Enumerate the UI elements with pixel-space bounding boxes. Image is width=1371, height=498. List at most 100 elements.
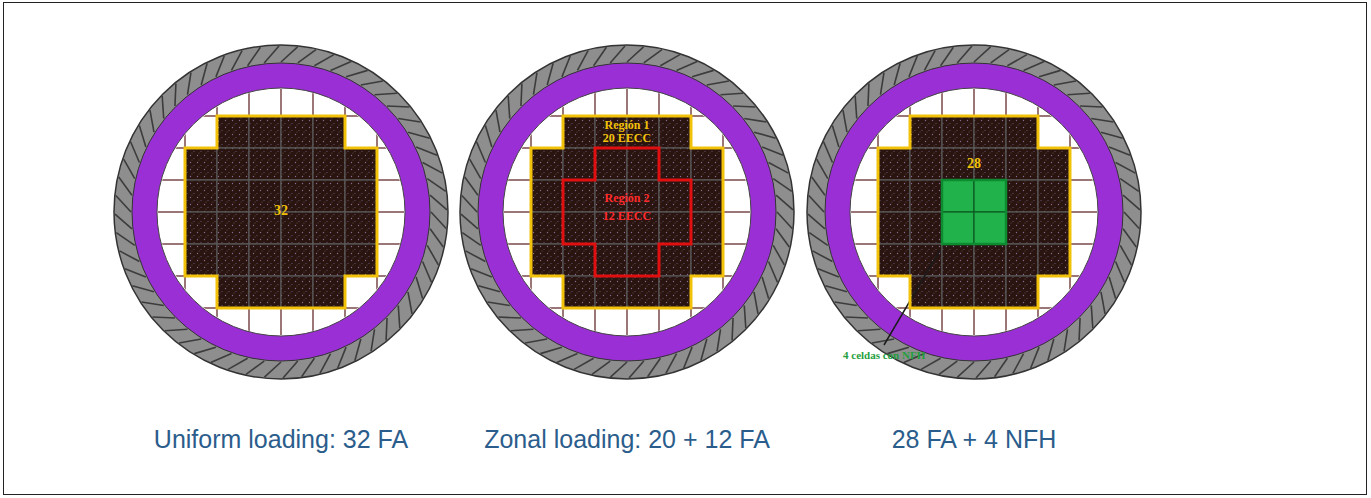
ring-hatch [355, 339, 361, 361]
fuel-assembly [595, 148, 627, 180]
ring-hatch [152, 316, 174, 319]
ring-hatch [1068, 93, 1090, 95]
reflector-ring [825, 63, 1123, 361]
fuel-assembly [531, 212, 563, 244]
ring-hatch [116, 195, 131, 212]
ring-hatch [520, 83, 523, 105]
grid-line [408, 82, 410, 342]
ring-hatch [1101, 132, 1123, 138]
ring-hatch [298, 50, 316, 63]
ring-hatch [1007, 55, 1027, 66]
grid-line [844, 339, 1104, 341]
fuel-assembly [910, 212, 942, 244]
ring-hatch [485, 125, 491, 147]
ring-hatch [733, 105, 755, 108]
ring-hatch [165, 329, 187, 331]
grid-line [844, 83, 1104, 85]
ring-hatch [717, 329, 720, 351]
ring-hatch [957, 46, 972, 63]
ring-hatch [818, 269, 839, 277]
ring-hatch [132, 286, 154, 292]
fuel-assembly [531, 244, 563, 276]
fuel-assembly [1038, 212, 1070, 244]
ring-hatch [684, 347, 692, 368]
fuel-assembly [691, 244, 723, 276]
ring-hatch [858, 329, 880, 331]
core-region: 28 [878, 116, 1070, 308]
ring-hatch [216, 56, 224, 77]
ring-hatch [462, 233, 480, 246]
ring-hatch [707, 81, 729, 85]
fuel-assembly [281, 276, 313, 308]
fuel-assembly [942, 276, 974, 308]
ring-hatch [845, 316, 867, 319]
ring-hatch [754, 292, 758, 314]
ring-hatch [744, 306, 746, 328]
ring-hatch [511, 329, 533, 331]
ring-hatch [124, 159, 135, 179]
ring-hatch [809, 195, 824, 212]
fuel-assembly [910, 180, 942, 212]
ring-hatch [677, 62, 698, 71]
ring-hatch [283, 361, 298, 378]
fuel-assembly [910, 244, 942, 276]
ring-hatch [314, 55, 334, 66]
ring-hatch [264, 362, 281, 377]
ring-hatch [1123, 229, 1136, 247]
core-pool [503, 88, 751, 336]
ring-hatch [1116, 262, 1125, 283]
ring-hatch [461, 214, 478, 229]
fuel-assembly [691, 212, 723, 244]
ring-hatch [1013, 354, 1024, 374]
ring-hatch [430, 195, 447, 210]
ring-hatch [812, 177, 825, 195]
nfh-cell [974, 212, 1006, 244]
ring-hatch [477, 142, 486, 163]
outer-ring [460, 45, 794, 379]
ring-hatch [375, 93, 397, 95]
fuel-assembly [563, 116, 595, 148]
ring-hatch [577, 51, 588, 71]
ring-hatch [533, 73, 536, 95]
fuel-assembly [627, 276, 659, 308]
fuel-assembly [313, 148, 345, 180]
ring-hatch [338, 347, 346, 368]
region-border [531, 116, 723, 308]
ring-hatch [471, 269, 492, 277]
ring-hatch [211, 354, 232, 363]
fuel-assembly [345, 244, 377, 276]
grid-line [1101, 82, 1103, 342]
ring-hatch [427, 245, 438, 265]
region-border [878, 116, 1070, 308]
ring-hatch [924, 51, 935, 71]
ring-hatch [773, 179, 791, 192]
fuel-assembly [217, 116, 249, 148]
nfh-cell [942, 212, 974, 244]
ring-hatch [1116, 162, 1136, 173]
grid-line [498, 82, 500, 342]
ring-hatch [666, 354, 677, 374]
grid-line [152, 82, 154, 342]
core-pool [157, 88, 405, 336]
ring-hatch [644, 50, 662, 63]
caption: 28 FA + 4 NFH [892, 424, 1057, 454]
fuel-assembly [217, 180, 249, 212]
ring-hatch [1091, 118, 1113, 121]
ring-hatch [731, 318, 734, 340]
region-label: Región 1 [605, 119, 650, 132]
fuel-assembly [659, 244, 691, 276]
ring-hatch [116, 233, 134, 246]
fuel-assembly [878, 148, 910, 180]
ring-hatch [592, 361, 610, 374]
ring-hatch [1039, 70, 1061, 76]
fuel-assembly [691, 180, 723, 212]
fuel-assembly [910, 116, 942, 148]
ring-hatch [398, 118, 420, 121]
ring-hatch [769, 162, 789, 173]
ring-hatch [832, 125, 838, 147]
region-outline [878, 116, 1070, 308]
region-label: 12 EECC [603, 210, 651, 223]
ring-hatch [824, 142, 833, 163]
grid-line [151, 339, 411, 341]
outer-ring [807, 45, 1141, 379]
